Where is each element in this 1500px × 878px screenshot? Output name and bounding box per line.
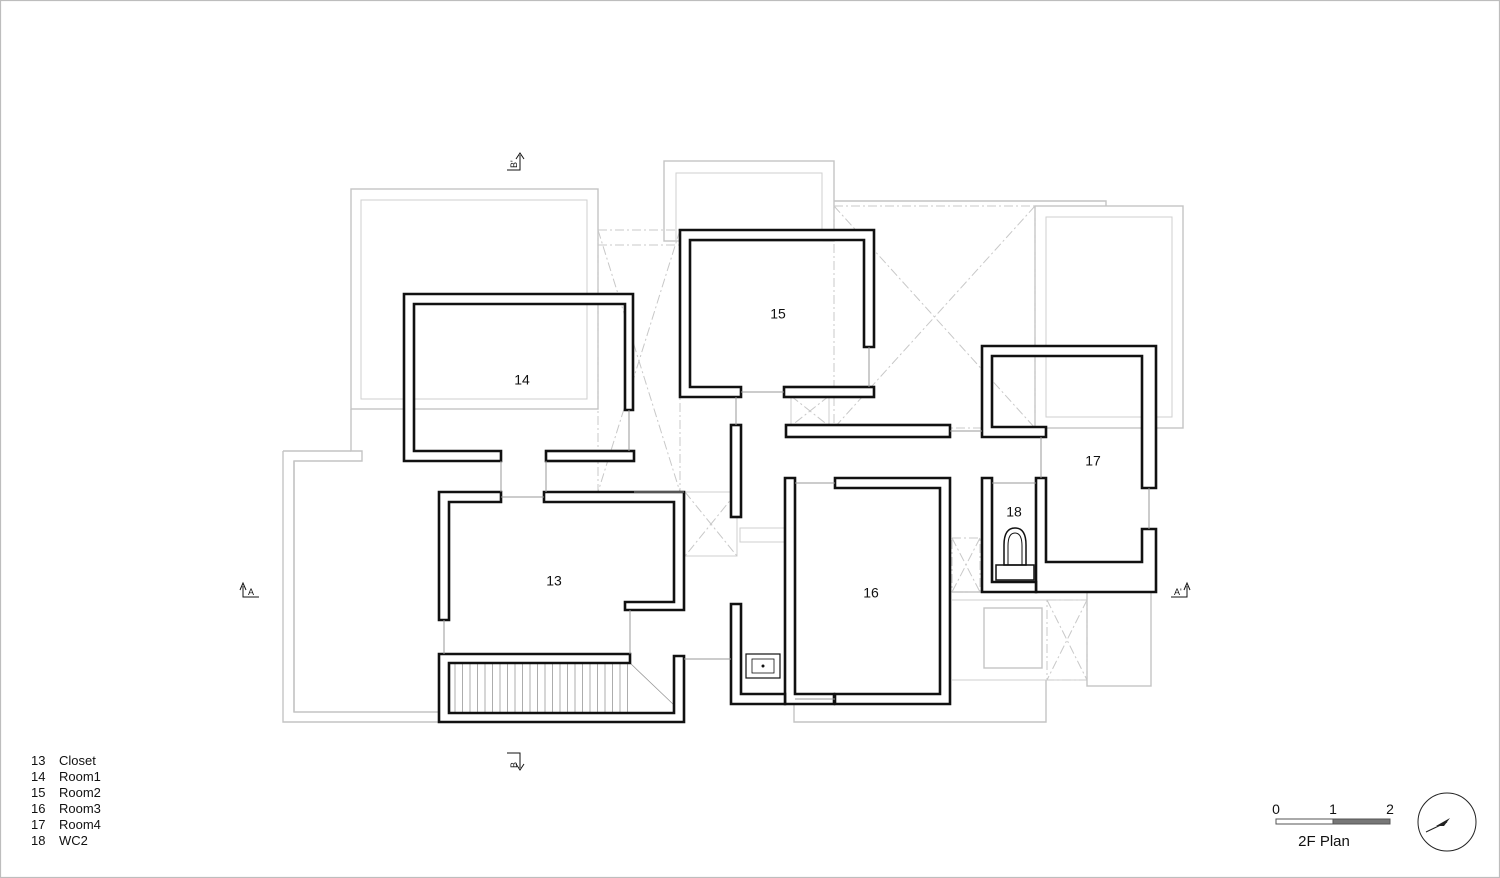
- north-arrow-icon: [1417, 792, 1477, 852]
- room-14-wall: [402, 292, 635, 463]
- room-15-wall-stub: [782, 385, 876, 399]
- corridor-wall: [784, 423, 952, 439]
- room-label-17: 17: [1085, 453, 1101, 469]
- section-marker-b-top: B': [507, 152, 525, 171]
- section-marker-b-bottom: B: [507, 752, 525, 771]
- svg-text:A: A: [248, 587, 254, 597]
- scale-bar: 0 1 2: [1272, 801, 1394, 825]
- room-13-wall: [437, 490, 503, 622]
- door-openings: [443, 347, 1150, 700]
- legend-number: 13: [31, 753, 45, 768]
- walls: [402, 228, 1158, 724]
- legend-number: 15: [31, 785, 45, 800]
- scale-label-1: 1: [1329, 801, 1337, 817]
- room-label-14: 14: [514, 372, 530, 388]
- staircase: [454, 656, 675, 713]
- room-label-18: 18: [1006, 504, 1022, 520]
- sink-alcove-wall: [729, 602, 787, 706]
- legend-number: 14: [31, 769, 45, 784]
- legend-name: Room1: [59, 769, 101, 784]
- room-17-wall: [980, 344, 1158, 490]
- room-18-wall: [980, 476, 1038, 594]
- room-label-13: 13: [546, 573, 562, 589]
- corridor-wall-vertical: [729, 423, 743, 519]
- svg-text:B: B: [509, 762, 519, 768]
- room-13-wall-right: [542, 490, 686, 612]
- room-label-15: 15: [770, 306, 786, 322]
- scale-segment-2: [1332, 818, 1391, 825]
- room-16-wall-right: [833, 476, 952, 706]
- svg-text:A': A': [1174, 587, 1182, 597]
- scale-label-0: 0: [1272, 801, 1280, 817]
- legend-number: 17: [31, 817, 45, 832]
- legend-name: Room4: [59, 817, 101, 832]
- scale-label-2: 2: [1386, 801, 1394, 817]
- section-marker-a-left: A: [239, 581, 259, 598]
- room-14-wall-stub: [544, 449, 636, 463]
- section-marker-a-right: A': [1171, 581, 1191, 598]
- plan-title: 2F Plan: [1298, 833, 1350, 850]
- scale-segment-1: [1275, 818, 1334, 825]
- sink-icon: [745, 653, 781, 679]
- legend-number: 16: [31, 801, 45, 816]
- stair-landing: [629, 656, 675, 706]
- room-label-16: 16: [863, 585, 879, 601]
- legend-name: WC2: [59, 833, 88, 848]
- room-16-wall: [783, 476, 836, 706]
- legend-name: Closet: [59, 753, 96, 768]
- legend-name: Room3: [59, 801, 101, 816]
- legend-number: 18: [31, 833, 45, 848]
- toilet-icon: [995, 527, 1035, 581]
- room-legend: 13 Closet 14 Room1 15 Room2 16 Room3 17 …: [31, 753, 101, 848]
- room-15-wall: [678, 228, 876, 399]
- room-17-wall-lower: [1034, 476, 1158, 594]
- svg-text:B': B': [509, 160, 519, 168]
- legend-name: Room2: [59, 785, 101, 800]
- stair-wall: [437, 652, 686, 724]
